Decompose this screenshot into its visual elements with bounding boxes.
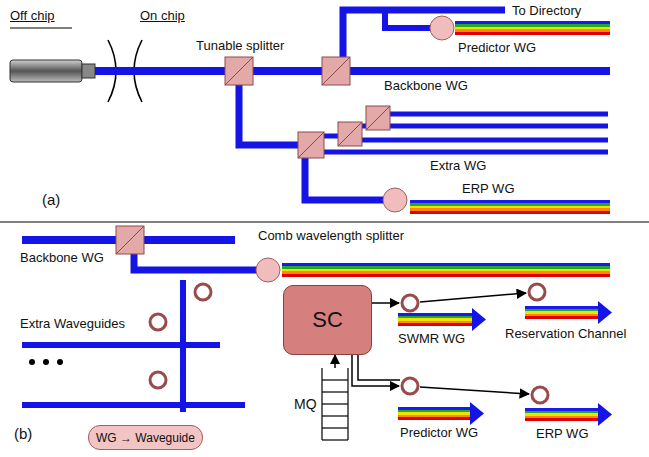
text-label: Tunable splitter xyxy=(196,38,284,53)
rings xyxy=(150,284,548,403)
text-label: Predictor WG xyxy=(458,40,536,55)
ring xyxy=(430,16,454,40)
process-box: SC xyxy=(283,285,372,355)
queue: MQ xyxy=(294,368,350,440)
node-text: WG → Waveguide xyxy=(96,431,195,445)
text-label: Backbone WG xyxy=(384,78,468,93)
text-label: On chip xyxy=(140,8,185,23)
text-label: Reservation Channel xyxy=(505,326,626,341)
text-label: Extra WG xyxy=(430,158,486,173)
panel-a xyxy=(10,10,610,214)
text-label: Backbone WG xyxy=(20,250,104,265)
node-text: SC xyxy=(312,307,343,333)
text-label: Comb wavelength splitter xyxy=(258,228,404,243)
text-label: ERP WG xyxy=(462,181,515,196)
queue-ladder xyxy=(322,368,348,440)
node-text: MQ xyxy=(294,396,317,412)
abbreviation-box: WG → Waveguide xyxy=(88,425,203,450)
text-label: (a) xyxy=(42,192,60,207)
wdm-bundle xyxy=(282,263,610,277)
separator xyxy=(0,222,649,223)
ring xyxy=(256,258,280,282)
laser-icon xyxy=(10,60,82,82)
wdm-bundle xyxy=(410,200,610,214)
splitter xyxy=(116,226,144,254)
control-wires xyxy=(352,293,529,394)
text-label: Predictor WG xyxy=(400,425,478,440)
laser-nozzle xyxy=(82,64,95,78)
text-label: To Directory xyxy=(512,3,581,18)
ring xyxy=(383,188,407,212)
text-label: ERP WG xyxy=(536,426,589,441)
text-label: (b) xyxy=(14,426,32,441)
splitters xyxy=(225,57,390,158)
text-label: Extra Waveguides xyxy=(20,316,125,331)
text-label: Off chip xyxy=(10,8,55,23)
splitter-diagonal xyxy=(116,226,144,254)
text-label: SWMR WG xyxy=(398,331,465,346)
waveguides xyxy=(95,10,610,200)
ellipsis-dots xyxy=(29,359,63,365)
underline xyxy=(10,28,72,29)
output-bundles xyxy=(398,301,612,426)
wdm-bundle xyxy=(455,21,610,35)
connector-arrow xyxy=(334,355,336,368)
